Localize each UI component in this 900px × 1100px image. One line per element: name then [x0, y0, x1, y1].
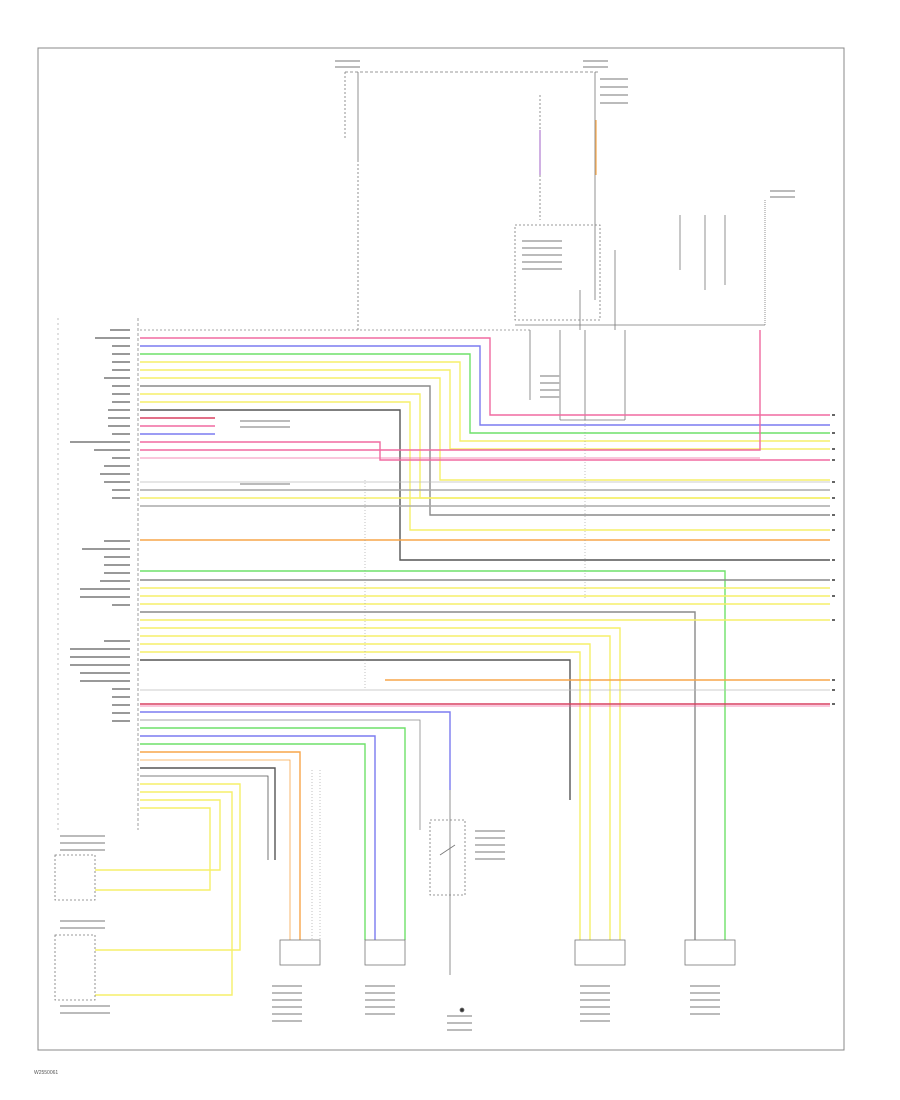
diagram-border: [37, 47, 845, 1051]
component-rear-side-right: [574, 939, 736, 966]
label-stubs: [60, 60, 795, 1031]
airbag-control-unit: [57, 318, 139, 830]
pin-labels: [70, 329, 130, 722]
vertical-dotted-paths: [311, 420, 586, 940]
component-rear-side-left: [279, 939, 406, 966]
diagram-code: W2550061: [34, 1070, 59, 1076]
right-connectors: [832, 414, 835, 705]
fuse-block-right: [514, 72, 766, 330]
center-connector: [529, 330, 626, 421]
fuse-block-left: [344, 71, 600, 330]
seat-belt-switch: [429, 790, 466, 1013]
seat-sensors-left: [54, 854, 96, 1001]
horizontal-wires: [95, 329, 830, 996]
